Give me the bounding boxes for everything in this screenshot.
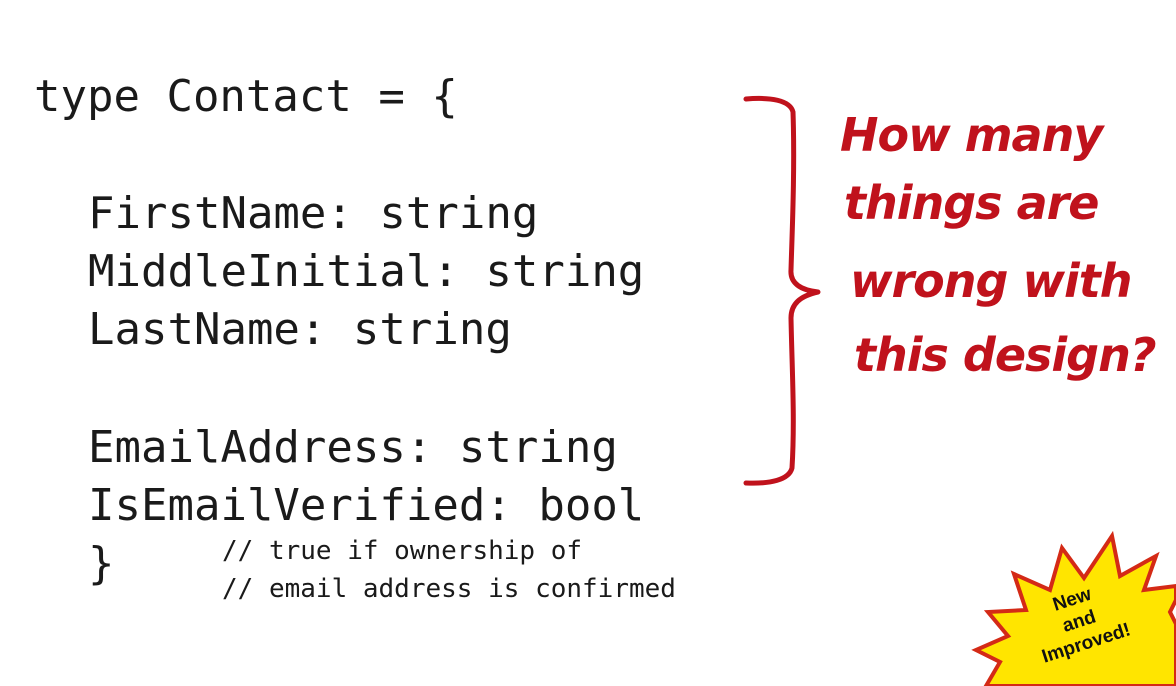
code-field-first-name: FirstName: string	[88, 188, 539, 239]
starburst-badge: New and Improved!	[971, 530, 1176, 686]
annotation-line-3: wrong with	[850, 254, 1132, 308]
annotation-line-4: this design?	[854, 328, 1157, 382]
starburst-icon	[971, 530, 1176, 686]
code-type-declaration: type Contact = {	[34, 71, 458, 122]
code-field-is-email-verified: IsEmailVerified: bool	[88, 480, 645, 531]
code-comment-line-1: // true if ownership of	[222, 536, 583, 566]
code-field-middle-initial: MiddleInitial: string	[88, 246, 645, 297]
annotation-line-1: How many	[840, 108, 1103, 162]
code-closing-brace: }	[88, 538, 115, 589]
annotation-line-2: things are	[844, 176, 1099, 230]
code-field-email-address: EmailAddress: string	[88, 422, 618, 473]
red-bracket-icon	[743, 95, 821, 486]
code-field-last-name: LastName: string	[88, 304, 512, 355]
code-comment-line-2: // email address is confirmed	[222, 574, 676, 604]
